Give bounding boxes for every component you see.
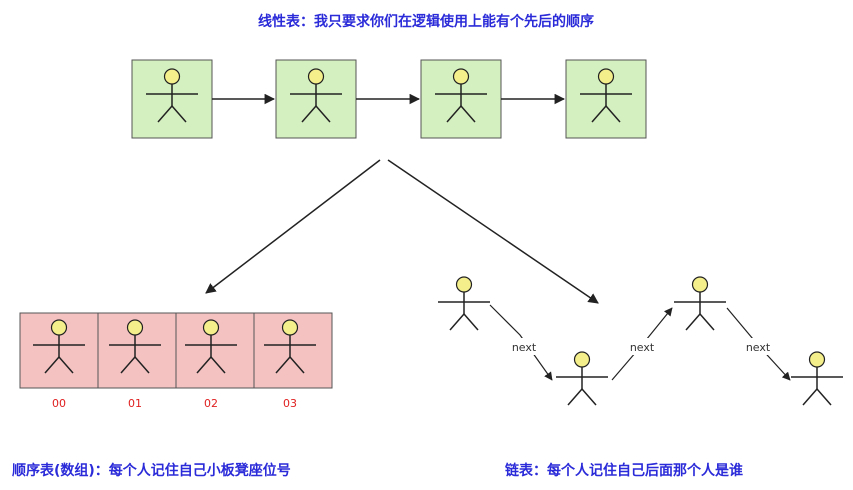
person-icon-linear-2 — [290, 68, 342, 123]
person-icon-array-2 — [185, 319, 237, 374]
person-icon-linear-3 — [435, 68, 487, 123]
next-label-1: next — [512, 341, 537, 354]
linked-list: next next next — [489, 304, 791, 381]
person-icon-linear-4 — [580, 68, 632, 123]
person-icon-linked-1 — [438, 276, 490, 331]
person-figures — [33, 68, 843, 406]
array-caption: 顺序表(数组)：每个人记住自己小板凳座位号 — [12, 462, 291, 479]
linked-edge-1 — [489, 304, 553, 381]
person-icon-linked-4 — [791, 351, 843, 406]
person-icon-linear-1 — [146, 68, 198, 123]
next-label-3: next — [746, 341, 771, 354]
linear-list — [131, 59, 647, 139]
person-icon-linked-3 — [674, 276, 726, 331]
array-index-2: 02 — [204, 397, 218, 410]
person-icon-linked-2 — [556, 351, 608, 406]
person-icon-array-3 — [264, 319, 316, 374]
person-icon-array-0 — [33, 319, 85, 374]
array-cell-1 — [97, 312, 177, 389]
array-index-0: 00 — [52, 397, 66, 410]
branch-arrow-to-linked-list — [387, 159, 599, 304]
array-index-1: 01 — [128, 397, 142, 410]
linked-list-caption: 链表：每个人记住自己后面那个人是谁 — [505, 462, 743, 479]
branch-arrow-to-array — [205, 159, 381, 294]
person-icon-array-1 — [109, 319, 161, 374]
top-caption: 线性表：我只要求你们在逻辑使用上能有个先后的顺序 — [258, 13, 594, 30]
array-index-3: 03 — [283, 397, 297, 410]
next-label-2: next — [630, 341, 655, 354]
